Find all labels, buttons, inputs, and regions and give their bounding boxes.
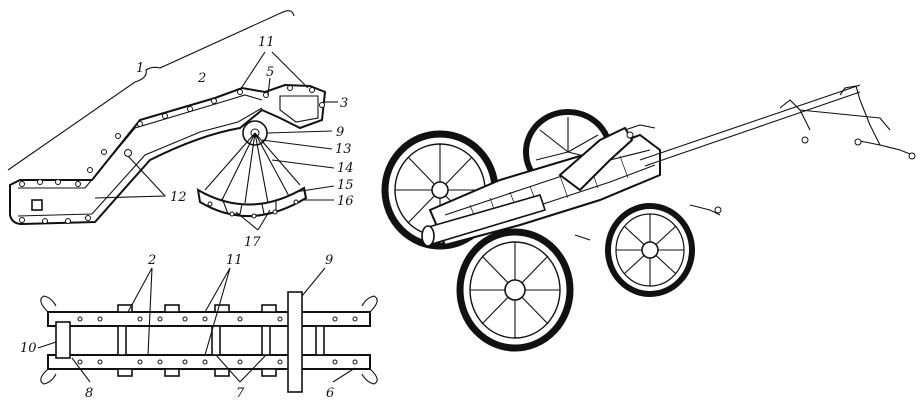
trail-outline	[9, 83, 327, 226]
label-15: 15	[337, 178, 354, 193]
label-b8: 8	[85, 386, 93, 401]
label-11: 11	[258, 35, 275, 50]
label-12: 12	[170, 190, 187, 205]
trail-plate	[31, 199, 43, 211]
leader-12	[94, 155, 167, 199]
plan-view	[37, 267, 378, 393]
draw-pole	[639, 84, 861, 161]
hook-br	[361, 368, 378, 385]
cross-member	[315, 325, 325, 356]
label-b6: 6	[326, 386, 334, 401]
label-3: 3	[340, 96, 348, 111]
leader-14	[271, 159, 335, 169]
side-view	[7, 10, 338, 231]
cross-member	[261, 325, 271, 356]
leader-b7	[215, 354, 267, 383]
hook-tl	[40, 295, 57, 313]
leader-15	[294, 185, 335, 193]
leader-b11	[204, 267, 231, 356]
label-b2: 2	[147, 253, 156, 268]
label-17: 17	[244, 235, 261, 250]
label-16: 16	[337, 194, 354, 209]
label-b9: 9	[325, 253, 333, 268]
cross-member	[117, 325, 127, 356]
hook-tr	[361, 295, 378, 313]
leader-17	[235, 209, 271, 231]
label-14: 14	[337, 161, 354, 176]
trail-rivets	[19, 85, 325, 224]
swingletree	[854, 139, 916, 157]
axle	[287, 291, 303, 393]
top-rail	[47, 311, 371, 327]
perspective-view	[381, 84, 916, 352]
leader-5	[267, 77, 271, 96]
raised-trail	[558, 126, 634, 192]
label-2: 2	[197, 71, 206, 86]
wheel-front-right	[456, 228, 574, 352]
leader-11	[239, 51, 309, 91]
leader-b10	[37, 341, 57, 349]
brace-1	[7, 10, 295, 171]
label-5: 5	[266, 65, 274, 80]
cross-member	[211, 325, 221, 356]
leader-b2	[127, 267, 153, 356]
pole-fitting	[779, 99, 811, 131]
label-9: 9	[336, 125, 344, 140]
label-b10: 10	[20, 341, 37, 356]
leader-b8	[71, 357, 91, 383]
leader-9	[266, 130, 333, 134]
label-1: 1	[136, 61, 144, 76]
label-b11: 11	[226, 253, 243, 268]
label-b7: 7	[236, 386, 245, 401]
label-13: 13	[335, 142, 352, 157]
sector-spokes	[204, 132, 301, 204]
tail-plate-3	[279, 95, 319, 123]
wheel-rear-right	[605, 203, 695, 297]
bottom-rail	[47, 354, 371, 370]
sector-rim	[196, 186, 308, 218]
hook-bl	[40, 368, 57, 385]
leader-b6	[332, 367, 356, 383]
front-plate	[55, 321, 71, 359]
leader-13	[261, 139, 333, 150]
leader-b9	[301, 267, 326, 297]
plan-rivets	[77, 316, 358, 365]
